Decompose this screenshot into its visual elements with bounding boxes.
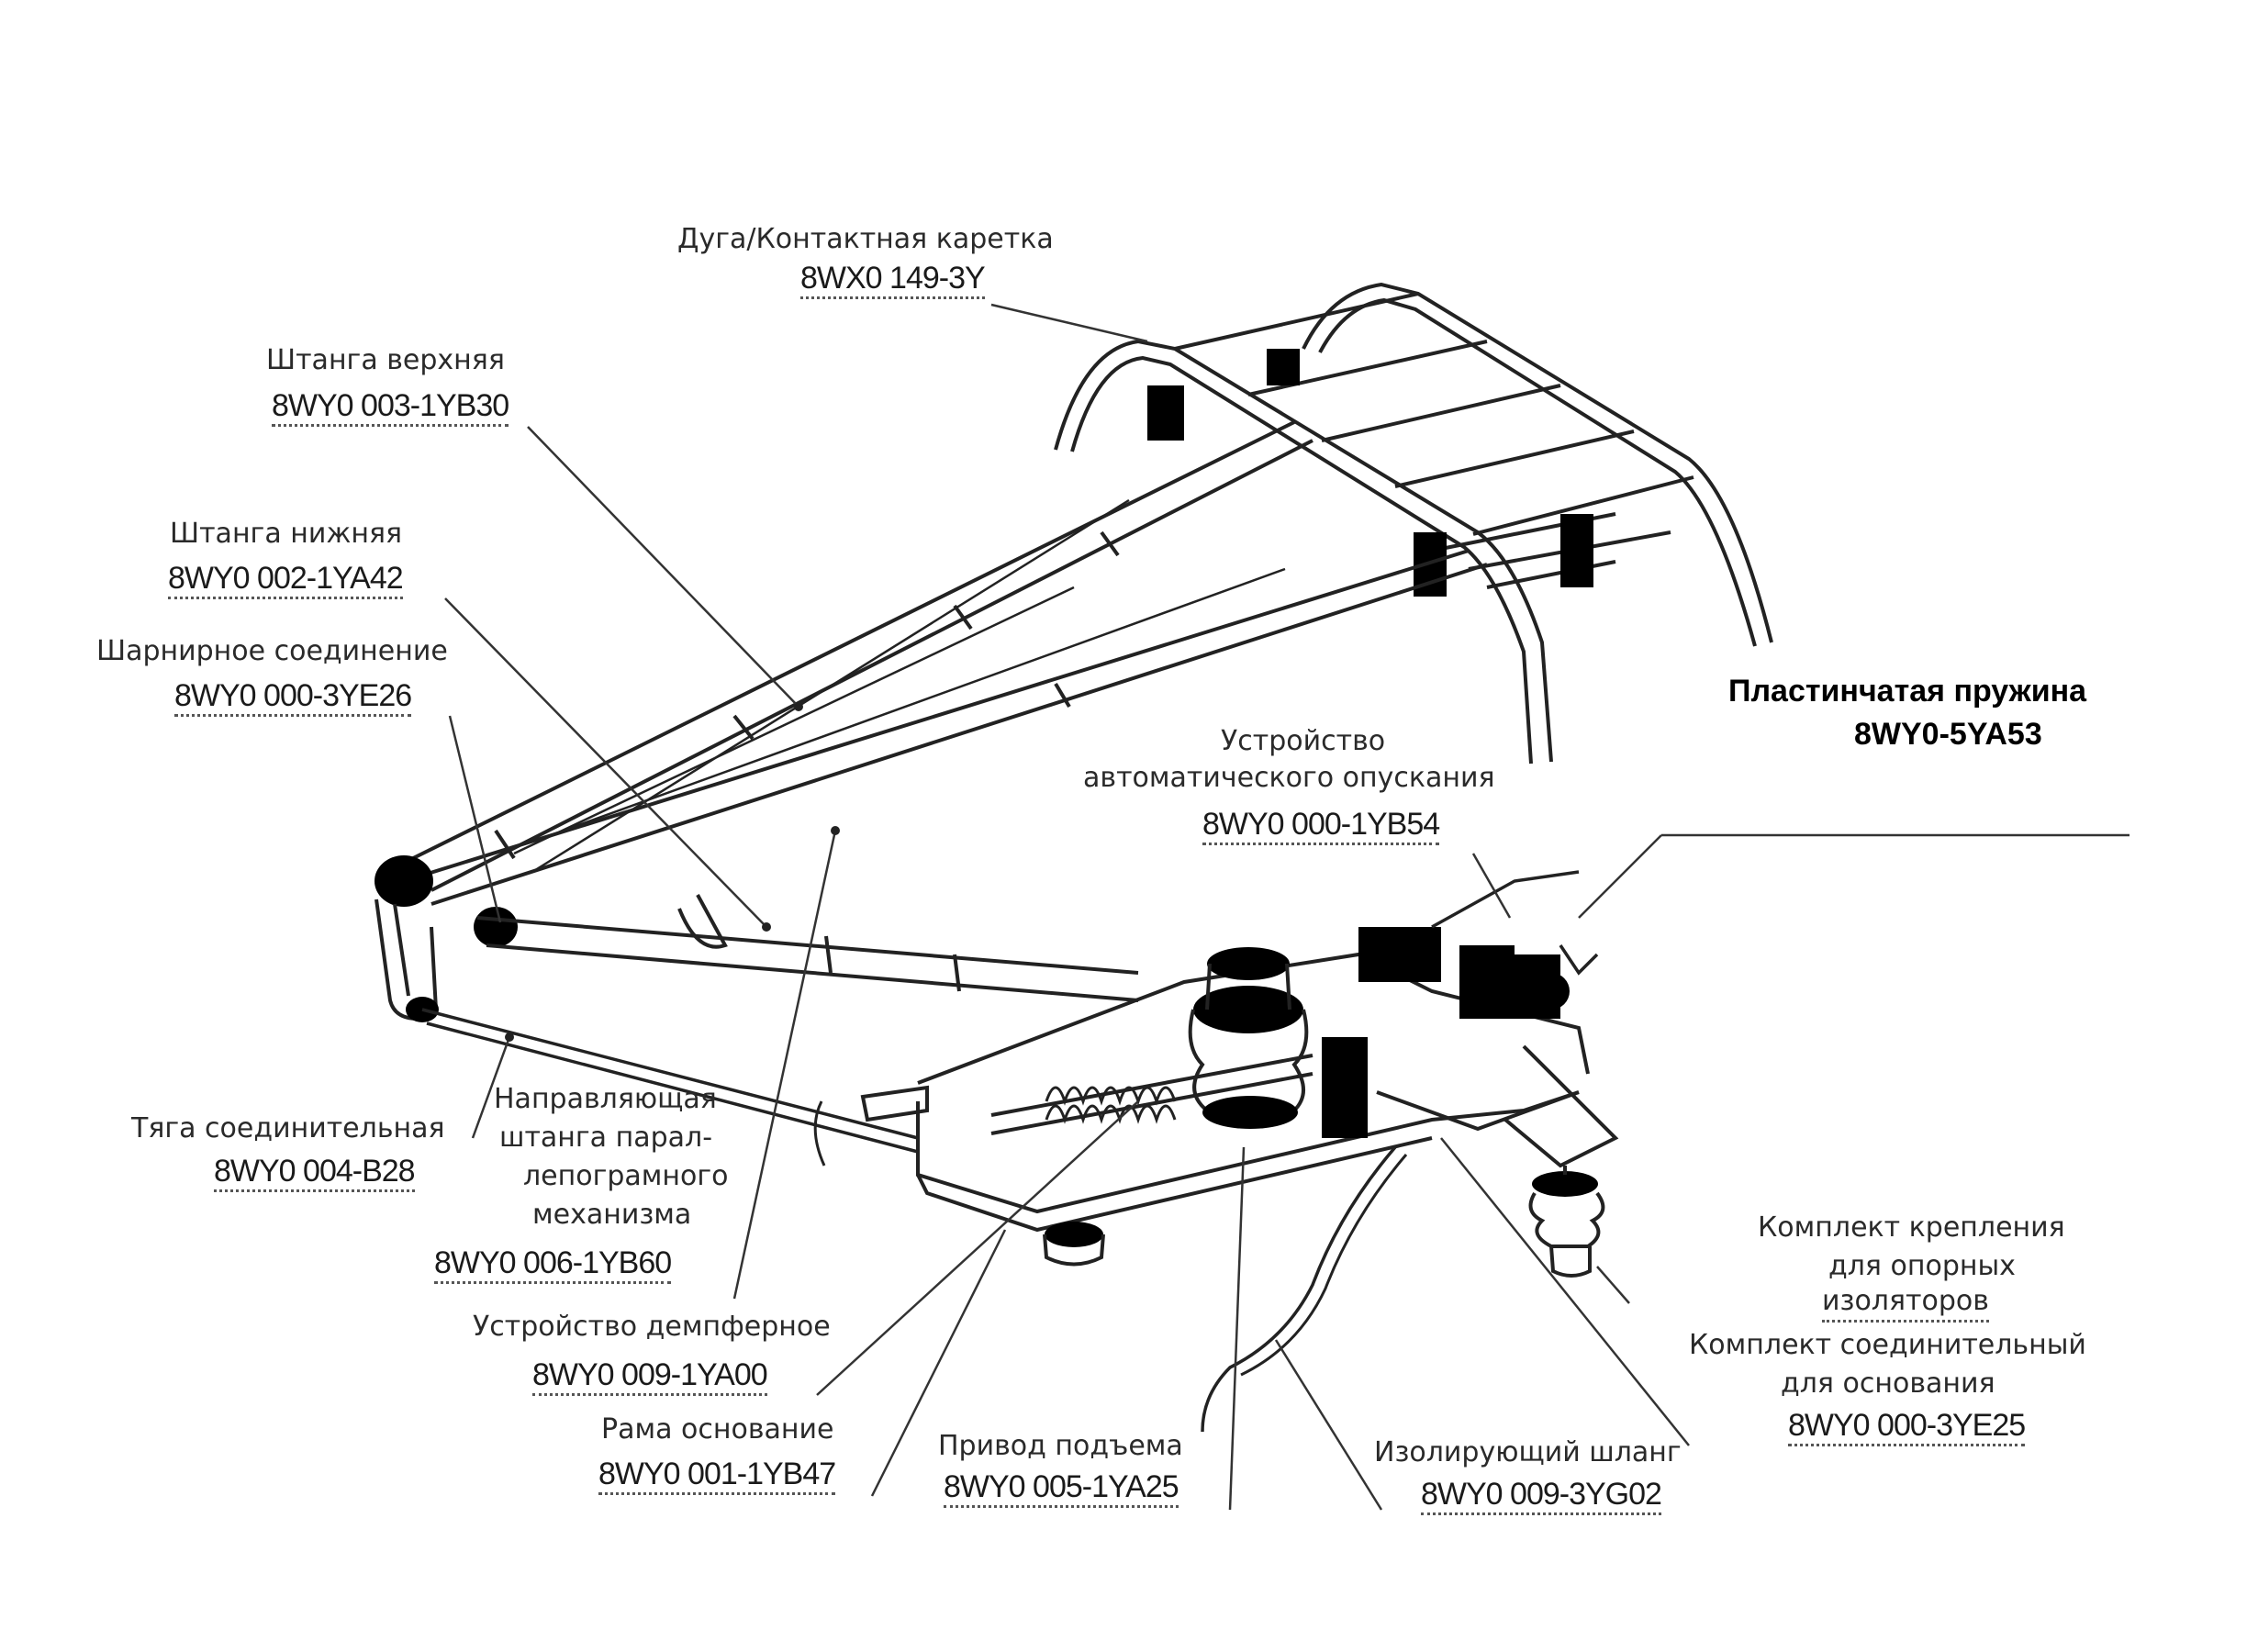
leader-lift-drive xyxy=(1228,1146,1246,1511)
leader-lines xyxy=(444,303,2129,1511)
label-insulator-mount-line1: Комплект крепления xyxy=(1758,1211,2065,1244)
connecting-link xyxy=(421,1008,919,1154)
pantograph-mechanism xyxy=(374,282,1773,1433)
leader-upper-rod xyxy=(527,426,799,708)
label-insulating-hose-name: Изолирующий шланг xyxy=(1374,1436,1682,1468)
leader-damper xyxy=(816,1100,1139,1396)
label-arc-name: Дуга/Контактная каретка xyxy=(677,223,1054,255)
label-damper-name: Устройство демпферное xyxy=(473,1311,831,1343)
leader-connecting-link xyxy=(471,1036,511,1139)
leader-insulator-mount xyxy=(1596,1266,1630,1304)
dot-lower-rod xyxy=(762,922,771,932)
label-lower-rod-code: 8WY0 002-1YA42 xyxy=(168,562,404,599)
dot-connecting-link xyxy=(505,1032,514,1042)
leader-base-connect xyxy=(1440,1137,1690,1446)
label-damper-code: 8WY0 009-1YA00 xyxy=(532,1358,768,1396)
label-insulator-mount-line3: изоляторов xyxy=(1822,1285,1989,1323)
label-base-connect-line1: Комплект соединительный xyxy=(1689,1329,2086,1361)
label-connecting-link-name: Тяга соединительная xyxy=(131,1112,445,1144)
leader-auto-lower xyxy=(1471,853,1512,919)
leader-insulating-hose xyxy=(1274,1339,1383,1511)
label-auto-lower-line2: автоматического опускания xyxy=(1083,762,1495,794)
upper-rod xyxy=(394,420,1488,906)
label-guide-rod-line3: лепограмного xyxy=(523,1160,729,1192)
ground-cable xyxy=(813,1100,826,1166)
contact-arc xyxy=(1054,282,1773,765)
leader-lower-rod xyxy=(444,597,767,928)
leader-hinge xyxy=(448,715,502,923)
leader-arc xyxy=(990,303,1148,343)
label-arc-code: 8WX0 149-3Y xyxy=(800,262,986,299)
label-lift-drive-name: Привод подъема xyxy=(938,1430,1183,1462)
label-base-frame-name: Рама основание xyxy=(601,1413,834,1446)
label-upper-rod-code: 8WY0 003-1YB30 xyxy=(272,389,509,427)
label-base-connect-code: 8WY0 000-3YE25 xyxy=(1788,1409,2026,1446)
label-insulator-mount-line2: для опорных xyxy=(1828,1250,2016,1282)
leader-leaf-spring xyxy=(1578,834,1662,919)
label-arc: Дуга/Контактная каретка xyxy=(677,223,1054,256)
hinge-elbow xyxy=(374,855,518,1022)
damper-spring xyxy=(1045,1086,1177,1124)
label-leaf-spring-line1: Пластинчатая пружина xyxy=(1728,674,2087,709)
label-lift-drive-code: 8WY0 005-1YA25 xyxy=(944,1470,1179,1508)
auto-lowering-device xyxy=(1358,870,1599,1019)
label-guide-rod-line1: Направляющая xyxy=(494,1083,717,1115)
lift-drive-bellows xyxy=(1188,947,1309,1129)
label-guide-rod-line4: механизма xyxy=(532,1199,692,1231)
label-lower-rod-name: Штанга нижняя xyxy=(170,518,403,550)
label-base-connect-line2: для основания xyxy=(1781,1367,1995,1400)
label-leaf-spring-line2: 8WY0-5YA53 xyxy=(1854,717,2042,752)
dot-guide-rod xyxy=(831,826,840,835)
label-base-frame-code: 8WY0 001-1YB47 xyxy=(598,1457,836,1495)
lower-rod xyxy=(476,894,1139,1002)
label-auto-lower-code: 8WY0 000-1YB54 xyxy=(1202,808,1440,845)
leader-guide-rod xyxy=(732,830,837,1300)
insulating-hose-line-2 xyxy=(1240,1154,1408,1377)
tie-cables xyxy=(513,498,1286,874)
label-connecting-link-code: 8WY0 004-B28 xyxy=(214,1155,416,1192)
support-insulators xyxy=(1043,1166,1605,1278)
label-auto-lower-line1: Устройство xyxy=(1221,725,1386,757)
label-insulating-hose-code: 8WY0 009-3YG02 xyxy=(1421,1478,1662,1515)
label-hinge-code: 8WY0 000-3YE26 xyxy=(174,679,412,717)
label-hinge-name: Шарнирное соединение xyxy=(96,635,448,667)
leader-base-frame xyxy=(870,1229,1007,1497)
label-upper-rod-name: Штанга верхняя xyxy=(266,344,505,376)
label-guide-rod-code: 8WY0 006-1YB60 xyxy=(434,1246,672,1284)
insulating-hose-line xyxy=(1201,1145,1397,1433)
dot-upper-rod xyxy=(794,702,803,711)
label-guide-rod-line2: штанга парал- xyxy=(499,1122,713,1154)
